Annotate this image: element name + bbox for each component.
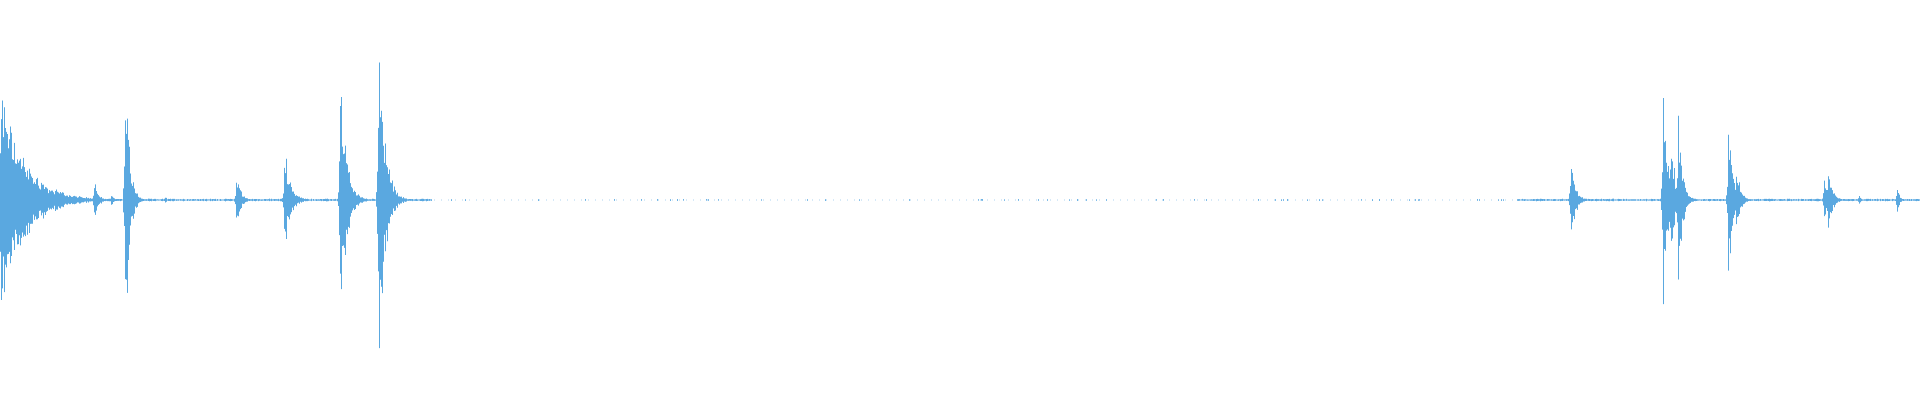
waveform-bars	[0, 62, 1920, 349]
